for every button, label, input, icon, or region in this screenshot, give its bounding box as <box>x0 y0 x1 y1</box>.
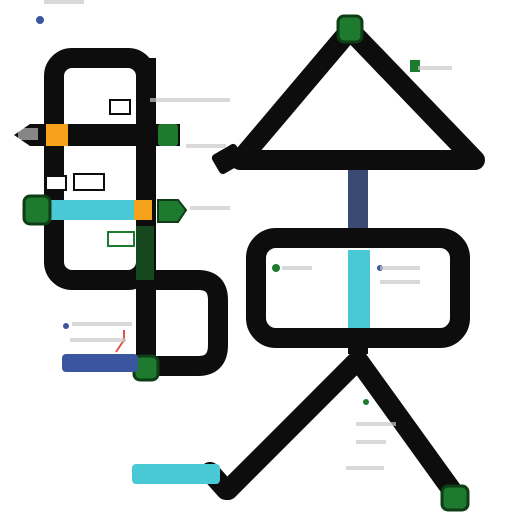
stem-cyan-segment <box>348 250 370 330</box>
dot-icon <box>272 264 280 272</box>
cyan-bottom-track <box>132 464 220 484</box>
triangle-track <box>230 20 485 170</box>
green-segment <box>136 226 154 280</box>
triangle-left-terminal <box>211 143 245 175</box>
faint-annotations <box>44 0 452 470</box>
station-marker-icon <box>158 124 178 146</box>
station-marker-icon <box>22 194 52 226</box>
station-marker-icon <box>440 484 470 512</box>
rounded-rect-track <box>246 228 470 348</box>
station-marker-icon <box>410 60 420 72</box>
station-marker-icon <box>336 14 364 44</box>
blue-branch-track <box>62 354 138 372</box>
dot-icon <box>36 16 44 24</box>
diagonal-track-left <box>218 350 368 500</box>
orange-segment-upper <box>46 124 68 146</box>
dot-icon <box>363 399 369 405</box>
diagonal-track-right <box>348 350 466 506</box>
dot-icon <box>63 323 69 329</box>
orange-segment-mid <box>132 200 152 220</box>
stem-navy-segment <box>348 170 368 230</box>
label-glyphs-left <box>18 99 135 247</box>
cyan-branch-track <box>34 200 134 220</box>
station-marker-icon <box>157 199 188 223</box>
left-lower-track <box>146 270 228 376</box>
